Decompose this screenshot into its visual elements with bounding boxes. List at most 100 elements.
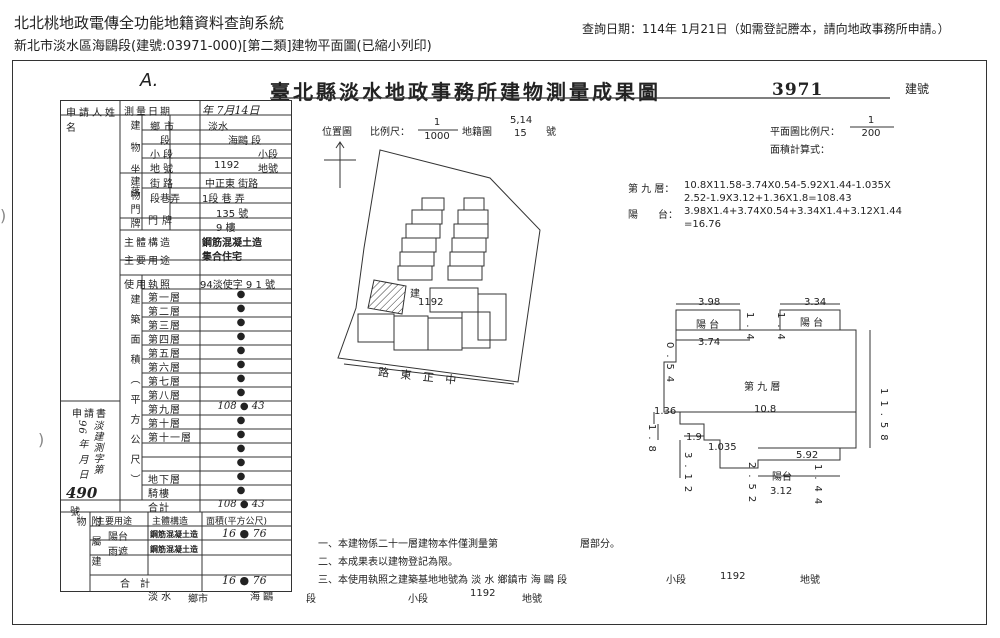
- floor-row-area: ●: [236, 485, 246, 496]
- floor-plan-scale-fraction-bar: [850, 126, 894, 128]
- floor-row-name: 第十一層: [148, 433, 192, 444]
- sheet-no-unit: 號: [546, 127, 556, 138]
- attached-row-1-usage: 陽台: [108, 532, 128, 543]
- floor-row-area: 108 ● 43: [217, 401, 265, 412]
- lane-label: 段巷弄: [150, 194, 180, 205]
- door-floor-value: 9 樓: [216, 223, 236, 234]
- floor-row-area: 108 ● 43: [217, 499, 265, 510]
- floor-row-name: 第六層: [148, 363, 181, 374]
- dim-1-44: 1.44: [812, 464, 823, 511]
- floor-row-name: 第十層: [148, 419, 181, 430]
- floor-row-name: 第四層: [148, 335, 181, 346]
- floor-row-area: ●: [236, 457, 246, 468]
- door-number-value: 135 號: [216, 209, 249, 220]
- attached-structure-header: 主體構造: [152, 517, 189, 527]
- subsection-value: 小段: [258, 150, 278, 161]
- location-group-label: 建物坐落: [128, 120, 139, 208]
- floor-row-area: ●: [236, 443, 246, 454]
- landno-unit: 地號: [258, 164, 278, 175]
- usage-label: 主要用途: [124, 256, 172, 267]
- license-value: 94淡使字 9 1 號: [200, 280, 275, 291]
- property-table-grid: [60, 100, 292, 592]
- floor-row-area: ●: [236, 429, 246, 440]
- dim-1-035: 1.035: [708, 442, 737, 453]
- floor-row-name: 第九層: [148, 405, 181, 416]
- building-marker-label: 建: [410, 289, 420, 300]
- section-value: 海鷗 段: [228, 136, 262, 147]
- map-scale-label: 比例尺：: [370, 127, 410, 138]
- area-group-label: 建築面積（平方公尺）: [128, 294, 139, 494]
- attached-total-value: 16 ● 76: [222, 574, 267, 587]
- map-scale-fraction-bar: [418, 129, 458, 131]
- title-underline: [270, 97, 890, 99]
- building-number: 3971: [772, 80, 824, 100]
- doorplate-label: 門牌: [148, 216, 176, 227]
- attached-row-2-usage: 雨遮: [108, 547, 128, 558]
- sheet-no-top: 5,14: [510, 115, 533, 126]
- floor-row-name: 騎樓: [148, 489, 170, 500]
- floor-row-name: 地下層: [148, 475, 181, 486]
- calc-balcony-line1: 3.98X1.4+3.74X0.54+3.34X1.4+3.12X1.44: [684, 206, 902, 217]
- door-group-label: 建物門牌: [128, 176, 139, 232]
- calc-floor9-line2: 2.52-1.9X3.12+1.36X1.8=108.43: [684, 193, 852, 204]
- footer-township: 淡 水: [148, 592, 172, 603]
- floor-row-name: 第七層: [148, 377, 181, 388]
- license-label: 使用執照: [124, 280, 172, 291]
- balcony-room-1: 陽 台: [696, 320, 720, 331]
- query-date: 查詢日期：114年 1月21日（如需登記謄本，請向地政事務所申請。）: [582, 22, 950, 36]
- floor-row-name: 第二層: [148, 307, 181, 318]
- dim-10-8: 10.8: [754, 404, 777, 415]
- document-title: 臺北縣淡水地政事務所建物測量成果圖: [270, 80, 661, 104]
- calc-balcony-line2: =16.76: [684, 219, 722, 230]
- map-scale-numerator: 1: [433, 117, 441, 128]
- number-label: 號: [70, 507, 80, 518]
- lane-value: 1段 巷 弄: [202, 194, 245, 205]
- footer-section-unit: 段: [306, 594, 316, 605]
- floor-row-area: ●: [236, 289, 246, 300]
- floor-row-area: ●: [236, 387, 246, 398]
- dim-1-4-left: 1.4: [744, 312, 755, 346]
- attached-row-2-structure: 鋼筋混凝土造: [150, 545, 198, 554]
- dim-3-12: 3.12: [770, 486, 793, 497]
- survey-sheet: [12, 60, 987, 625]
- floor-row-area: ●: [236, 471, 246, 482]
- stamp-number: 490: [66, 484, 98, 502]
- structure-label: 主體構造: [124, 238, 172, 249]
- township-value: 淡水: [208, 122, 228, 133]
- document-subtitle: 新北市淡水區海鷗段(建號:03971-000)[第二類]建物平面圖(已縮小列印): [14, 39, 432, 54]
- attached-row-1-area: 16 ● 76: [222, 527, 267, 540]
- sheet-no-bottom: 15: [514, 128, 527, 139]
- floor-row-name: 第一層: [148, 293, 181, 304]
- section-label: 段: [160, 136, 170, 147]
- floor-row-name: 第八層: [148, 391, 181, 402]
- note-3-unit: 地號: [800, 575, 820, 586]
- location-map-drawing: [324, 141, 541, 385]
- usage-value: 集合住宅: [202, 252, 242, 263]
- landno-value: 1192: [214, 160, 240, 171]
- floor-row-area: ●: [236, 303, 246, 314]
- cadastral-map-label: 地籍圖: [462, 127, 492, 138]
- location-map-label: 位置圖: [322, 127, 352, 138]
- note-1-suffix: 層部分。: [580, 539, 620, 550]
- dim-0-54: 0.54: [664, 342, 675, 389]
- floor-row-name: 合計: [148, 503, 170, 514]
- floor-plan-drawing: [653, 303, 871, 478]
- dim-3-98: 3.98: [698, 297, 721, 308]
- calc-balcony-label: 陽 台：: [628, 210, 678, 221]
- building-number-unit: 建號: [905, 82, 930, 96]
- survey-date-value: 年 7月14日: [202, 104, 260, 117]
- area-calc-label: 面積計算式：: [770, 145, 830, 156]
- floor-row-area: ●: [236, 331, 246, 342]
- dim-1-8: 1.8: [646, 424, 657, 458]
- floor-row-area: ●: [236, 317, 246, 328]
- dim-3-34: 3.34: [804, 297, 827, 308]
- balcony-room-2: 陽 台: [800, 318, 824, 329]
- map-scale-denominator: 1000: [424, 131, 450, 142]
- floor-plan-scale-numerator: 1: [867, 115, 875, 126]
- footer-section: 海 鷗: [250, 592, 274, 603]
- street-value: 中正東 街路: [205, 179, 259, 190]
- landno-label: 地號: [150, 164, 176, 175]
- note-3: 三、本使用執照之建築基地地號為 淡 水 鄉鎮市 海 鷗 段: [318, 575, 568, 586]
- attached-group-label: 附屬建物: [74, 516, 100, 576]
- floor-9-room-label: 第 九 層: [744, 382, 781, 393]
